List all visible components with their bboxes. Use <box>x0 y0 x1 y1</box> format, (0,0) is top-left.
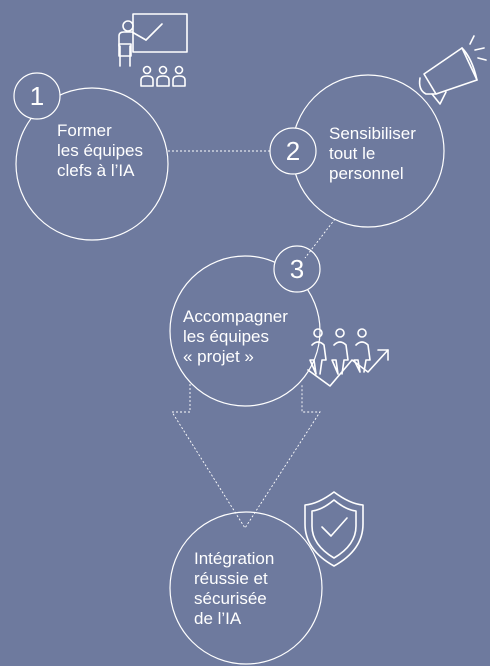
step-3-circle <box>169 255 321 407</box>
funnel-arrow <box>171 384 321 529</box>
step-3-badge <box>273 245 321 293</box>
shield-check-icon <box>304 491 364 567</box>
step-3-label: Accompagner les équipes « projet » <box>183 307 288 366</box>
step-2-label: Sensibiliser tout le personnel <box>329 124 416 183</box>
outcome-circle <box>169 511 323 665</box>
step-1-label: Former les équipes clefs à l’IA <box>57 121 144 180</box>
step-1-badge <box>13 72 61 120</box>
step-1-number: 1 <box>29 81 45 111</box>
megaphone-icon <box>418 35 487 105</box>
teacher-presentation-icon <box>118 13 188 87</box>
connector-2-3 <box>304 218 336 259</box>
step-2-number: 2 <box>285 136 301 166</box>
outcome-label: Intégration réussie et sécurisée de l’IA <box>194 549 275 628</box>
team-growth-icon <box>307 328 389 387</box>
step-1-circle <box>15 87 169 241</box>
step-3-number: 3 <box>289 254 305 284</box>
